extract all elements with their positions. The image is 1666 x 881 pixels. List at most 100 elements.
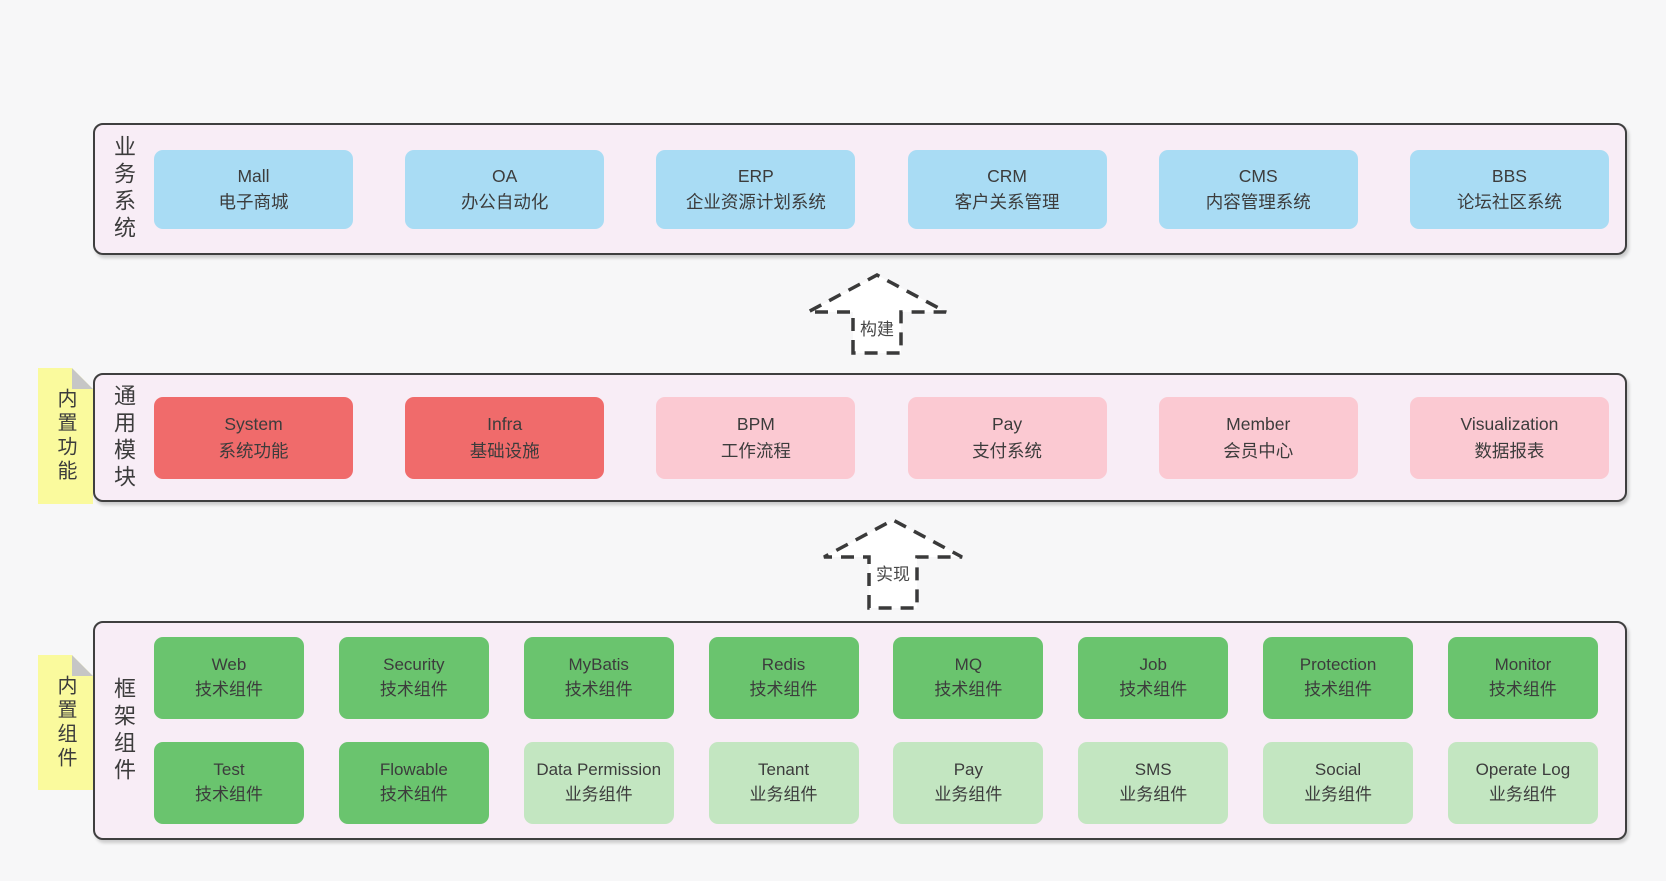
box-desc: 业务组件 [564, 785, 633, 804]
box-desc: 企业资源计划系统 [685, 192, 826, 212]
box-name: Pay [953, 760, 984, 780]
box-desc: 工作流程 [720, 440, 791, 461]
box-name: Test [213, 760, 245, 780]
box-name: ERP [737, 165, 774, 186]
box-desc: 业务组件 [1304, 785, 1373, 804]
business-systems-panel: 业务系统 Mall 电子商城 OA 办公自动化 ERP 企业资源计划系统 CRM… [93, 123, 1627, 255]
box-operate-log: Operate Log 业务组件 [1447, 742, 1598, 824]
box-name: Redis [761, 655, 806, 675]
box-desc: 基础设施 [469, 440, 540, 461]
box-name: Monitor [1494, 655, 1552, 675]
arrow-implement-label: 实现 [872, 560, 914, 585]
box-name: Social [1314, 760, 1362, 780]
box-data-permission: Data Permission 业务组件 [523, 742, 674, 824]
box-cms: CMS 内容管理系统 [1158, 149, 1358, 229]
box-desc: 电子商城 [218, 192, 289, 212]
box-mq: MQ 技术组件 [893, 637, 1044, 719]
box-redis: Redis 技术组件 [708, 637, 859, 719]
box-name: CRM [987, 165, 1027, 186]
box-pay: Pay 支付系统 [907, 396, 1107, 479]
box-web: Web 技术组件 [154, 637, 304, 719]
box-desc: 技术组件 [564, 680, 633, 699]
framework-components-panel: 框架组件 Web 技术组件 Security 技术组件 MyBatis 技术组件… [93, 621, 1627, 840]
business-systems-label-text: 业务系统 [111, 135, 136, 243]
box-desc: 技术组件 [195, 785, 263, 804]
box-name: System [224, 414, 283, 435]
box-mybatis: MyBatis 技术组件 [523, 637, 674, 719]
box-sms: SMS 业务组件 [1078, 742, 1229, 824]
box-erp: ERP 企业资源计划系统 [656, 149, 856, 229]
box-name: Protection [1299, 655, 1377, 675]
box-name: Operate Log [1475, 760, 1571, 780]
framework-components-label: 框架组件 [95, 623, 151, 838]
box-desc: 技术组件 [749, 680, 818, 699]
box-name: Member [1226, 414, 1291, 435]
box-member: Member 会员中心 [1158, 396, 1358, 479]
sticky-fold-icon [72, 655, 93, 676]
box-infra: Infra 基础设施 [405, 396, 605, 479]
common-modules-label: 通用模块 [95, 375, 151, 500]
framework-components-label-text: 框架组件 [111, 676, 136, 785]
box-name: MQ [954, 655, 983, 675]
box-monitor: Monitor 技术组件 [1447, 637, 1598, 719]
arrow-build-label: 构建 [856, 315, 898, 340]
box-bbs: BBS 论坛社区系统 [1409, 149, 1609, 229]
sticky-note-text: 内置功能 [54, 388, 76, 484]
box-desc: 业务组件 [1119, 785, 1188, 804]
sticky-note-builtin-features: 内置功能 [38, 368, 93, 504]
framework-row-1: Web 技术组件 Security 技术组件 MyBatis 技术组件 Redi… [154, 637, 1598, 719]
sticky-note-text: 内置组件 [54, 674, 76, 771]
box-name: Security [383, 655, 445, 675]
box-crm: CRM 客户关系管理 [907, 149, 1107, 229]
common-modules-panel: 通用模块 System 系统功能 Infra 基础设施 BPM 工作流程 Pay… [93, 373, 1627, 502]
box-desc: 业务组件 [749, 785, 818, 804]
framework-row-2: Test 技术组件 Flowable 技术组件 Data Permission … [154, 742, 1598, 824]
box-test: Test 技术组件 [154, 742, 304, 824]
sticky-fold-icon [72, 368, 93, 389]
box-name: MyBatis [568, 655, 629, 675]
box-name: Visualization [1460, 414, 1559, 435]
box-mall: Mall 电子商城 [154, 149, 353, 229]
box-desc: 会员中心 [1223, 440, 1294, 461]
box-name: BBS [1491, 165, 1527, 186]
box-name: Pay [991, 414, 1023, 435]
arrow-build: 构建 [805, 271, 949, 355]
business-systems-label: 业务系统 [95, 125, 151, 253]
box-desc: 业务组件 [1488, 785, 1557, 804]
business-systems-boxes: Mall 电子商城 OA 办公自动化 ERP 企业资源计划系统 CRM 客户关系… [151, 125, 1625, 253]
box-desc: 内容管理系统 [1205, 192, 1311, 212]
box-social: Social 业务组件 [1263, 742, 1414, 824]
box-desc: 业务组件 [934, 785, 1003, 804]
box-desc: 支付系统 [972, 440, 1043, 461]
box-desc: 数据报表 [1474, 440, 1545, 461]
box-desc: 技术组件 [1304, 680, 1373, 699]
box-job: Job 技术组件 [1078, 637, 1229, 719]
box-tenant: Tenant 业务组件 [708, 742, 859, 824]
box-desc: 办公自动化 [460, 192, 549, 212]
arrow-up-icon [807, 273, 947, 355]
framework-components-boxes: Web 技术组件 Security 技术组件 MyBatis 技术组件 Redi… [151, 623, 1625, 838]
common-modules-label-text: 通用模块 [111, 383, 136, 492]
arrow-implement: 实现 [821, 516, 965, 610]
box-desc: 技术组件 [1488, 680, 1557, 699]
box-name: Data Permission [536, 760, 662, 780]
box-name: Web [211, 655, 247, 675]
box-desc: 技术组件 [195, 680, 263, 699]
box-visualization: Visualization 数据报表 [1409, 396, 1609, 479]
box-name: SMS [1134, 760, 1172, 780]
box-bpm: BPM 工作流程 [656, 396, 856, 479]
box-desc: 技术组件 [934, 680, 1003, 699]
common-modules-boxes: System 系统功能 Infra 基础设施 BPM 工作流程 Pay 支付系统… [151, 375, 1625, 500]
box-desc: 系统功能 [218, 440, 289, 461]
box-name: Mall [237, 165, 270, 186]
box-desc: 技术组件 [1119, 680, 1188, 699]
box-flowable: Flowable 技术组件 [338, 742, 489, 824]
box-desc: 技术组件 [379, 785, 448, 804]
sticky-note-builtin-components: 内置组件 [38, 655, 93, 790]
box-name: Tenant [758, 760, 810, 780]
box-name: Flowable [379, 760, 448, 780]
box-pay-biz: Pay 业务组件 [893, 742, 1044, 824]
box-name: BPM [736, 414, 775, 435]
box-name: CMS [1238, 165, 1278, 186]
box-name: Job [1139, 655, 1167, 675]
